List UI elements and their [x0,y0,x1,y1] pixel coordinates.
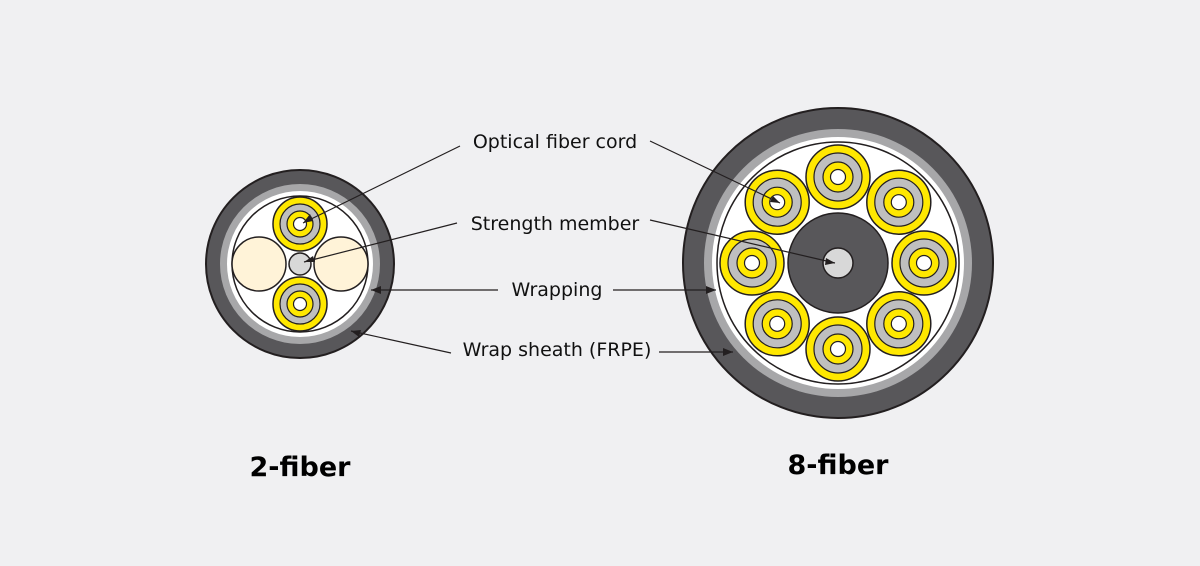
arrowhead-strength-member-left [304,256,315,262]
arrowhead-wrapping-left [371,286,381,294]
eight-fiber-cord [719,230,785,296]
two-fiber-cord-top [272,196,328,252]
caption-eight-fiber: 8-fiber [788,450,890,481]
leader-strength-member-right [649,219,836,264]
arrowhead-optical-fiber-cord-right [770,196,780,203]
label-optical-fiber-cord: Optical fiber cord [473,131,637,153]
two-fiber-cord-bottom [272,276,328,332]
arrowhead-wrapping-right [706,286,716,294]
arrowhead-optical-fiber-cord-left [303,214,313,223]
leader-strength-member-left [303,222,458,263]
arrowhead-wrap-sheath-right [723,348,733,356]
two-fiber-filler-right [313,236,369,292]
leader-wrap-sheath-left [350,330,452,354]
label-wrap-sheath: Wrap sheath (FRPE) [463,339,652,361]
eight-fiber-cord [866,169,932,235]
arrowhead-strength-member-right [825,258,835,265]
leader-arrowheads [303,196,835,356]
caption-two-fiber: 2-fiber [250,452,352,483]
eight-fiber-cord [744,291,810,357]
leader-lines [302,140,836,354]
leader-optical-fiber-cord-left [302,145,461,224]
two-fiber-cable [205,169,395,359]
eight-fiber-cord [866,291,932,357]
eight-fiber-strength-member [822,247,854,279]
eight-fiber-cord [805,316,871,382]
label-wrapping: Wrapping [512,279,603,301]
two-fiber-strength-member [288,252,312,276]
eight-fiber-cable [682,107,994,419]
eight-fiber-cord [805,144,871,210]
leader-optical-fiber-cord-right [649,140,781,204]
two-fiber-filler-left [231,236,287,292]
label-strength-member: Strength member [471,213,640,235]
eight-fiber-cord [891,230,957,296]
arrowhead-wrap-sheath-left [351,330,361,337]
eight-fiber-cords [719,144,957,382]
